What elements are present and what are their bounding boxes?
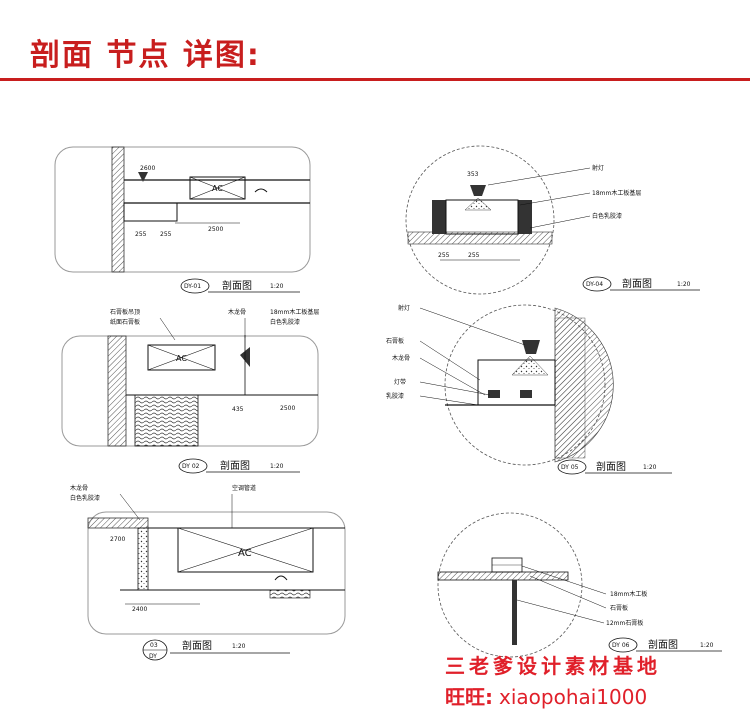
leader-1: 18mm木工板 [610,590,647,598]
section-name: 剖面图 [222,279,252,292]
section-tag-top: 03 [150,642,158,649]
dim-left: 2700 [110,536,125,543]
leader-1: 射灯 [398,304,410,312]
ceiling-board [437,571,569,581]
leader-1: 木龙骨 [70,484,88,492]
ac-label: AC [238,548,252,559]
leader-2: 白色乳胶漆 [70,494,100,502]
section-name: 剖面图 [648,638,678,651]
watermark-contact-label: 旺旺: [445,685,493,709]
detail-circle [437,512,583,658]
section-scale: 1:20 [677,281,691,288]
dim-bottom: 2500 [208,226,223,233]
dim-top: 2600 [140,165,155,172]
ac-label: AC [212,184,223,193]
section-dy03: AC 2700 2400 木龙骨 白色乳胶漆 空调管道 03 DY 剖面图 1:… [70,484,346,661]
section-name: 剖面图 [182,639,212,652]
dim-side: 255 [438,252,450,259]
leader-3: 木龙骨 [228,308,246,316]
leader-4: 灯带 [394,378,406,386]
stone-fill [134,394,199,447]
section-tag: DY-04 [586,281,603,288]
section-scale: 1:20 [270,463,284,470]
leader-3: 12mm石膏板 [606,619,643,627]
detail-circle [405,145,555,295]
section-tag-bubble [608,637,638,653]
leader-3: 空调管道 [232,484,256,492]
cove-right [518,200,532,234]
detail-frame [54,146,311,273]
section-dy04: 353 255 255 射灯 18mm木工板基层 白色乳胶漆 DY-04 剖面图… [405,145,700,295]
section-name: 剖面图 [220,459,250,472]
ceiling-band [87,517,149,529]
section-tag: DY-01 [184,283,201,290]
leader-2: 石膏板 [386,337,404,345]
section-tag-bubble [557,459,587,475]
title-divider [0,78,750,81]
section-tag: DY 02 [182,463,200,470]
wall-hatch [107,335,127,447]
section-tag: DY 05 [561,464,579,471]
side-panel [137,527,149,591]
ac-label: AC [176,354,187,363]
leader-3: 木龙骨 [392,354,410,362]
leader-1: 射灯 [592,164,604,172]
watermark-contact-handle: xiaopohai1000 [499,685,648,709]
spotlight [522,340,540,354]
dim-bottom: 2400 [132,606,147,613]
ac-unit [177,527,314,573]
section-name: 剖面图 [596,460,626,473]
ceiling-slab [407,231,553,245]
dim-bottom: 255 [468,252,480,259]
detail-frame [87,511,346,635]
section-scale: 1:20 [700,642,714,649]
section-tag-bubble [178,458,208,474]
ac-unit [189,176,246,200]
section-dy01: AC 2600 2500 255 255 DY-01 剖面图 1:20 [54,146,311,294]
dim-small-1: 255 [135,231,147,238]
cove-left [432,200,446,234]
leader-2: 18mm木工板基层 [592,189,641,197]
section-scale: 1:20 [270,283,284,290]
leader-2: 石膏板 [610,604,628,612]
dim-top: 353 [467,171,479,178]
section-scale: 1:20 [643,464,657,471]
section-dy02: AC 2500 435 石膏板吊顶 纸面石膏板 木龙骨 18mm木工板基层 白色… [61,308,319,474]
leader-5: 乳胶漆 [386,392,404,400]
leader-1: 石膏板吊顶 [110,308,140,316]
leader-2: 纸面石膏板 [110,318,140,326]
leader-5: 白色乳胶漆 [270,318,300,326]
section-tag-bubble [180,278,210,294]
section-tag-bottom: DY [149,653,157,660]
dim-small-2: 255 [160,231,172,238]
cove-box [445,199,519,235]
watermark-brand: 三老爹设计素材基地 [445,654,661,678]
section-dy06: 18mm木工板 石膏板 12mm石膏板 DY 06 剖面图 1:20 [437,512,722,658]
hanger [512,580,517,645]
page-title: 剖面 节点 详图: [30,38,261,73]
ac-unit [147,344,216,371]
watermark-contact: 旺旺:xiaopohai1000 [445,681,647,710]
cove-box [477,359,556,406]
section-dy05: 射灯 石膏板 木龙骨 灯带 乳胶漆 DY 05 剖面图 1:20 [386,304,672,475]
section-tag-bubble [582,276,612,292]
section-scale: 1:20 [232,643,246,650]
floor-strip [269,589,311,599]
section-tag: DY 06 [612,642,630,649]
leader-3: 白色乳胶漆 [592,212,622,220]
dim-small: 435 [232,406,244,413]
dim-right: 2500 [280,405,295,412]
spotlight [470,185,486,196]
wall-hatch [111,146,125,273]
section-name: 剖面图 [622,277,652,290]
leader-4: 18mm木工板基层 [270,308,319,316]
ceiling-soffit [123,202,178,222]
